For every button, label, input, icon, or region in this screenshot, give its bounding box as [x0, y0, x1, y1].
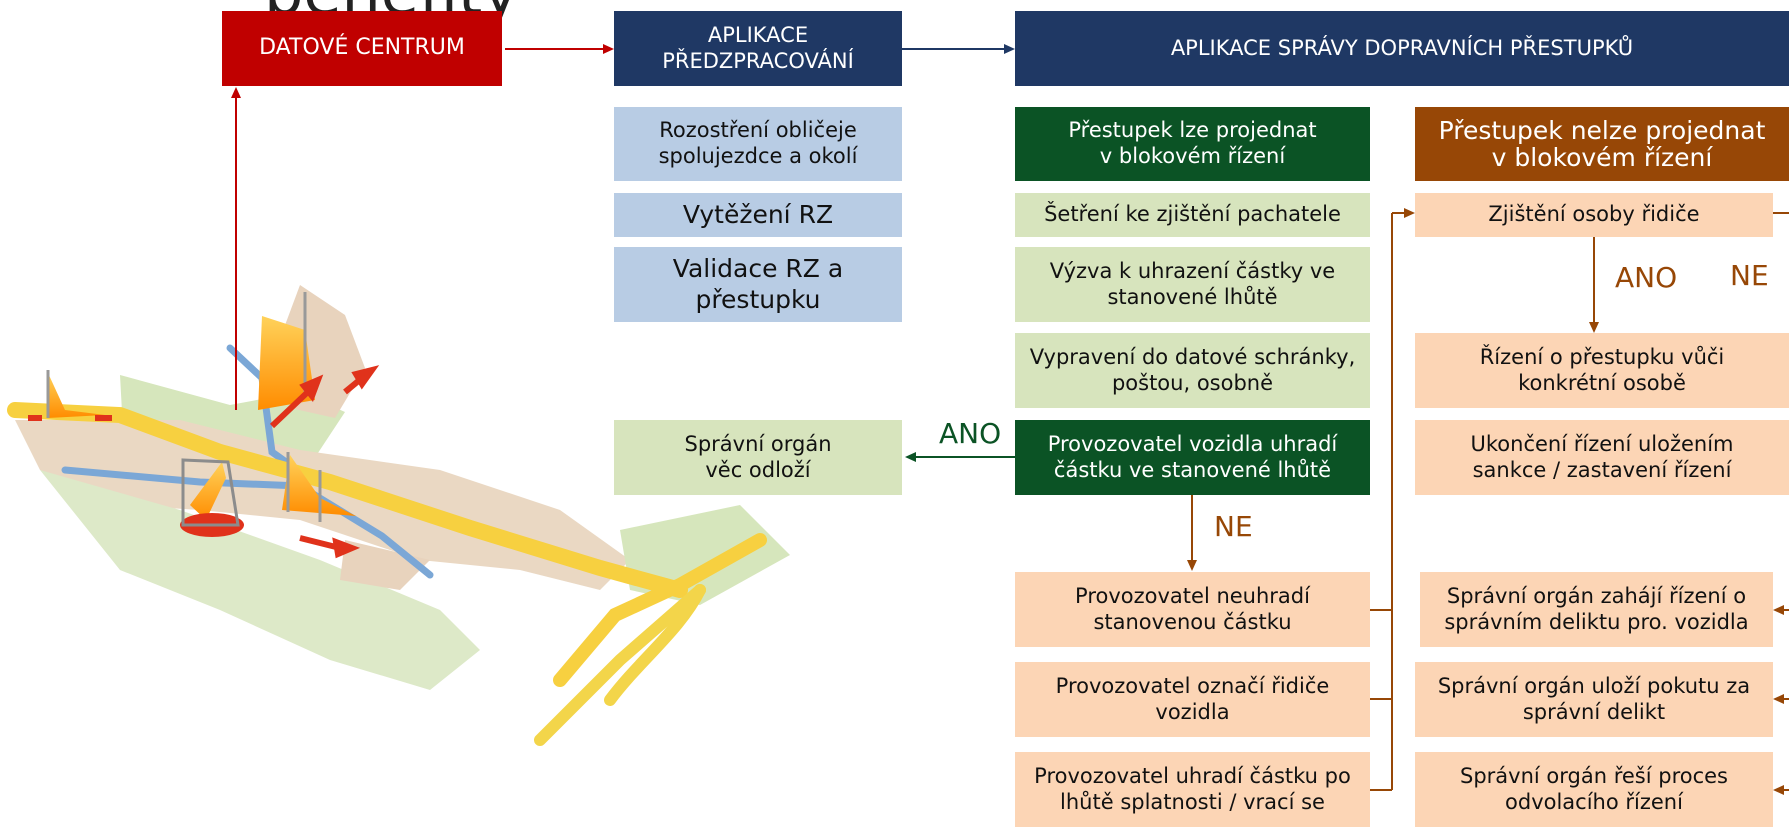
provozovatel-oznaci-box: Provozovatel označí řidiče vozidla	[1015, 662, 1370, 737]
ukonceni-rizeni-box: Ukončení řízení uložením sankce / zastav…	[1415, 420, 1789, 495]
validace-rz-box: Validace RZ a přestupku	[614, 247, 902, 322]
connector-datacenter-to-predzpracovani	[505, 44, 614, 54]
zahaji-rizeni-box: Správní orgán zahájí řízení o správním d…	[1420, 572, 1773, 647]
connector-bracket-to-zjisteni	[1370, 208, 1415, 791]
connector-map-to-datacenter	[231, 87, 241, 410]
connector-ne-right	[1773, 212, 1789, 795]
provozovatel-po-lhute-box: Provozovatel uhradí částku po lhůtě spla…	[1015, 752, 1370, 827]
connector-ne-green	[1187, 495, 1197, 571]
spravni-organ-odlozi-box: Správní orgán věc odloží	[614, 420, 902, 495]
rizeni-o-prestupku-box: Řízení o přestupku vůči konkrétní osobě	[1415, 333, 1789, 408]
aplikace-spravy-box: APLIKACE SPRÁVY DOPRAVNÍCH PŘESTUPKŮ	[1015, 11, 1789, 86]
connector-ano-to-odlozi	[905, 452, 1015, 462]
vypraveni-box: Vypravení do datové schránky, poštou, os…	[1015, 333, 1370, 408]
lze-projednat-box: Přestupek lze projednat v blokovém řízen…	[1015, 107, 1370, 181]
rozostreni-box: Rozostření obličeje spolujezdce a okolí	[614, 107, 902, 181]
ne-label-right: NE	[1730, 259, 1769, 292]
vyzva-box: Výzva k uhrazení částky ve stanovené lhů…	[1015, 247, 1370, 322]
nelze-projednat-box: Přestupek nelze projednat v blokovém říz…	[1415, 107, 1789, 181]
ne-label-green: NE	[1214, 510, 1253, 543]
map-sensors	[46, 292, 356, 537]
map-roads	[7, 402, 767, 746]
ano-label-left: ANO	[939, 417, 1002, 450]
setreni-box: Šetření ke zjištění pachatele	[1015, 193, 1370, 237]
connector-predzpracovani-to-aplikace	[902, 44, 1015, 54]
traffic-map-illustration	[7, 285, 790, 746]
map-traffic-arrows	[28, 365, 380, 559]
odvolaci-rizeni-box: Správní orgán řeší proces odvolacího říz…	[1415, 752, 1773, 827]
vytezeni-rz-box: Vytěžení RZ	[614, 193, 902, 237]
datove-centrum-box: DATOVÉ CENTRUM	[222, 11, 502, 86]
zjisteni-ridice-box: Zjištění osoby řidiče	[1415, 193, 1773, 237]
aplikace-predzpracovani-box: APLIKACE PŘEDZPRACOVÁNÍ	[614, 11, 902, 86]
connector-ano-right	[1589, 236, 1599, 333]
ano-label-right: ANO	[1615, 261, 1678, 294]
provozovatel-uhradi-box: Provozovatel vozidla uhradí částku ve st…	[1015, 420, 1370, 495]
ulozi-pokutu-box: Správní orgán uloží pokutu za správní de…	[1415, 662, 1773, 737]
provozovatel-neuhradi-box: Provozovatel neuhradí stanovenou částku	[1015, 572, 1370, 647]
